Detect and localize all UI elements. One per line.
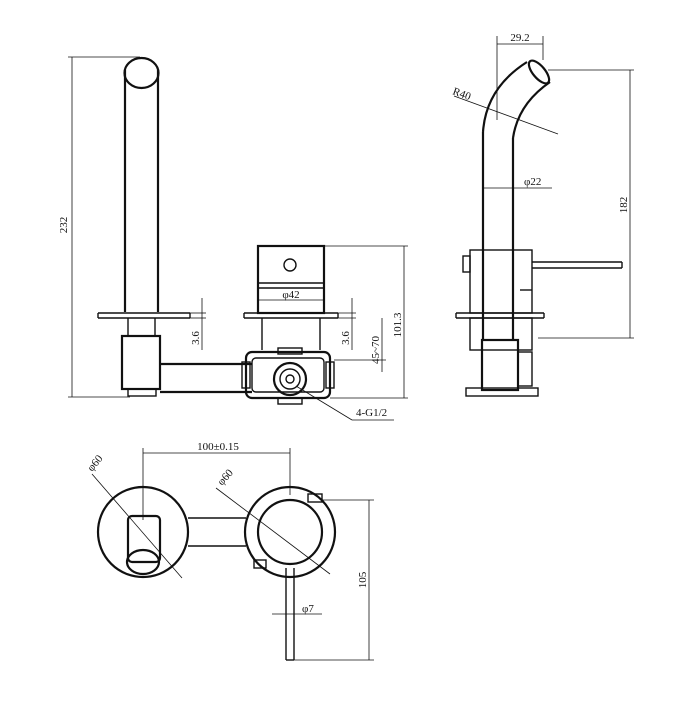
bend-radius-dim: R40	[451, 86, 473, 104]
thread-callout: 4-G1/2	[356, 407, 387, 419]
front-view-spout: 232 3.6	[58, 56, 252, 398]
mixer-body-dia-dim: φ42	[282, 289, 299, 301]
mixer-plate-dia-dim: φ60	[215, 467, 236, 488]
spout-offset-dim: 29.2	[510, 32, 529, 44]
front-plate-thickness-dim: 3.6	[190, 331, 202, 345]
front-height-dim: 232	[58, 217, 70, 234]
mixer-view: φ42 3.6 45~70 101.3 4-G1/2	[241, 244, 408, 421]
mixer-depth-range-dim: 45~70	[370, 336, 382, 364]
side-view: 29.2 R40 φ22 182	[451, 32, 634, 397]
mixer-total-depth-dim: 101.3	[392, 312, 404, 337]
side-height-dim: 182	[618, 197, 630, 214]
spout-dia-dim: φ22	[524, 176, 541, 188]
handle-dia-dim: φ7	[302, 603, 314, 615]
plan-view: 100±0.15 φ60 φ60 φ7 105	[85, 441, 374, 661]
mixer-plate-thickness-dim: 3.6	[340, 331, 352, 345]
center-distance-dim: 100±0.15	[197, 441, 239, 453]
handle-length-dim: 105	[357, 571, 369, 588]
spout-plate-dia-dim: φ60	[85, 453, 106, 474]
